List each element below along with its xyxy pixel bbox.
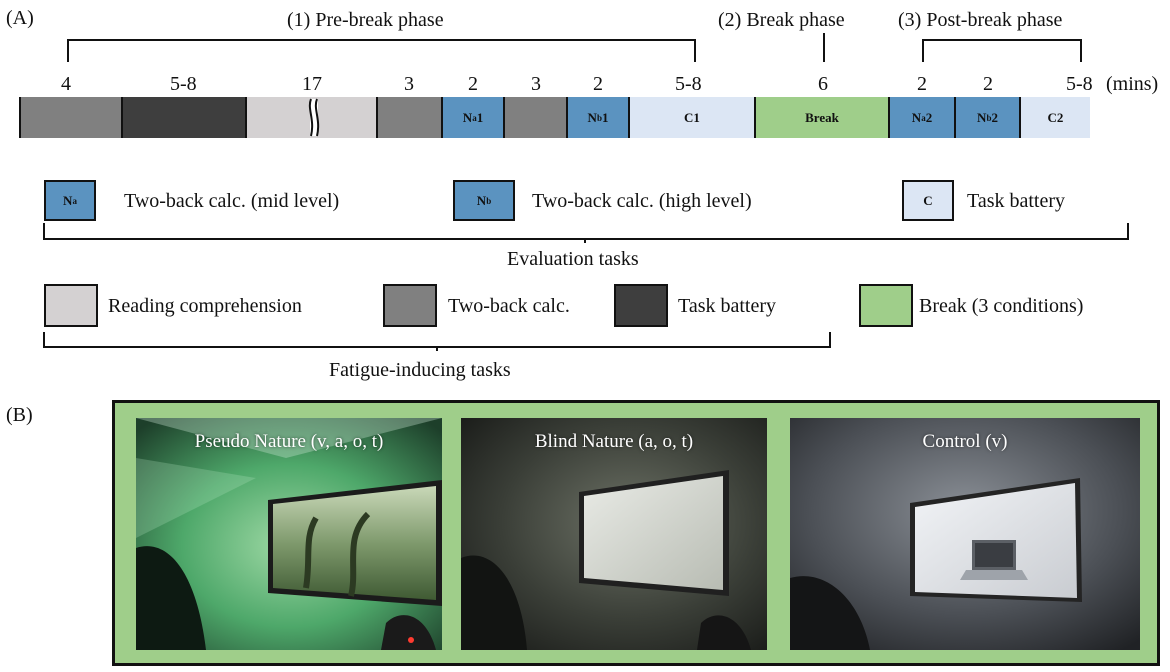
duration-label: 3 bbox=[531, 73, 541, 95]
segment-c1: C1 bbox=[630, 97, 756, 138]
legend-reading-text: Reading comprehension bbox=[108, 295, 302, 317]
nb2-sub: b bbox=[986, 112, 992, 123]
duration-label: 2 bbox=[983, 73, 993, 95]
panel-b-label: (B) bbox=[6, 404, 33, 426]
legend-swatch-c: C bbox=[902, 180, 954, 221]
duration-label: 3 bbox=[404, 73, 414, 95]
nb2-main: N bbox=[977, 109, 987, 125]
segment-break: Break bbox=[756, 97, 890, 138]
legend-na-main: N bbox=[63, 192, 73, 208]
duration-label: 2 bbox=[593, 73, 603, 95]
blind-nature-label: Blind Nature (a, o, t) bbox=[534, 431, 694, 452]
blind-nature-photo: Blind Nature (a, o, t) bbox=[461, 418, 767, 650]
segment-twoback bbox=[378, 97, 443, 138]
pre-break-phase-label: (1) Pre-break phase bbox=[287, 9, 444, 31]
na1-sub: a bbox=[472, 112, 477, 123]
legend-na-sub: a bbox=[72, 195, 77, 206]
fatigue-tasks-label: Fatigue-inducing tasks bbox=[329, 359, 511, 381]
fatigue-group-bracket bbox=[43, 332, 831, 351]
nb1-sub: b bbox=[596, 112, 602, 123]
na1-suffix: 1 bbox=[476, 109, 484, 125]
legend-swatch-battery bbox=[614, 284, 668, 327]
segment-twoback bbox=[21, 97, 123, 138]
duration-label: 17 bbox=[302, 73, 322, 95]
evaluation-tasks-label: Evaluation tasks bbox=[507, 248, 639, 270]
break-phase-label: (2) Break phase bbox=[718, 9, 845, 31]
nb1-suffix: 1 bbox=[601, 109, 609, 125]
duration-label: 2 bbox=[468, 73, 478, 95]
nb2-suffix: 2 bbox=[991, 109, 998, 125]
duration-label: 6 bbox=[818, 73, 828, 95]
segment-task-battery bbox=[123, 97, 247, 138]
pseudo-nature-label: Pseudo Nature (v, a, o, t) bbox=[194, 431, 384, 452]
na2-suffix: 2 bbox=[925, 109, 933, 125]
duration-label: 5-8 bbox=[170, 73, 197, 95]
legend-battery-text: Task battery bbox=[678, 295, 777, 317]
pre-break-bracket bbox=[67, 39, 696, 62]
control-scene-image bbox=[790, 418, 1140, 650]
legend-na-text: Two-back calc. (mid level) bbox=[124, 190, 340, 212]
pseudo-nature-photo: Pseudo Nature (v, a, o, t) bbox=[136, 418, 442, 650]
na2-sub: a bbox=[921, 112, 926, 123]
na2-main: N bbox=[911, 109, 922, 125]
legend-swatch-break bbox=[859, 284, 913, 327]
pseudo-nature-scene-image bbox=[136, 418, 442, 650]
control-label: Control (v) bbox=[922, 431, 1008, 452]
duration-label: 2 bbox=[917, 73, 927, 95]
segment-twoback bbox=[505, 97, 568, 138]
control-photo: Control (v) bbox=[790, 418, 1140, 650]
legend-swatch-reading bbox=[44, 284, 98, 327]
duration-label: 4 bbox=[61, 73, 71, 95]
post-break-phase-label: (3) Post-break phase bbox=[898, 9, 1063, 31]
post-break-bracket bbox=[922, 39, 1082, 62]
legend-break-text: Break (3 conditions) bbox=[919, 295, 1084, 317]
segment-c2: C2 bbox=[1021, 97, 1090, 138]
nb1-main: N bbox=[587, 109, 597, 125]
legend-swatch-twoback bbox=[383, 284, 437, 327]
duration-label: 5-8 bbox=[1066, 73, 1093, 95]
blind-nature-scene-image bbox=[461, 418, 767, 650]
duration-label: 5-8 bbox=[675, 73, 702, 95]
phase-brackets bbox=[67, 33, 1082, 62]
evaluation-group-bracket bbox=[43, 223, 1129, 243]
legend-nb-text: Two-back calc. (high level) bbox=[532, 190, 752, 212]
duration-unit-label: (mins) bbox=[1106, 73, 1159, 95]
axis-break-icon bbox=[308, 98, 320, 137]
na1-main: N bbox=[462, 109, 473, 125]
legend-nb-main: N bbox=[476, 192, 487, 208]
legend-nb-sub: b bbox=[486, 195, 492, 206]
legend-twoback-text: Two-back calc. bbox=[448, 295, 570, 317]
legend-c-text: Task battery bbox=[967, 190, 1066, 212]
panel-a-label: (A) bbox=[6, 7, 34, 29]
